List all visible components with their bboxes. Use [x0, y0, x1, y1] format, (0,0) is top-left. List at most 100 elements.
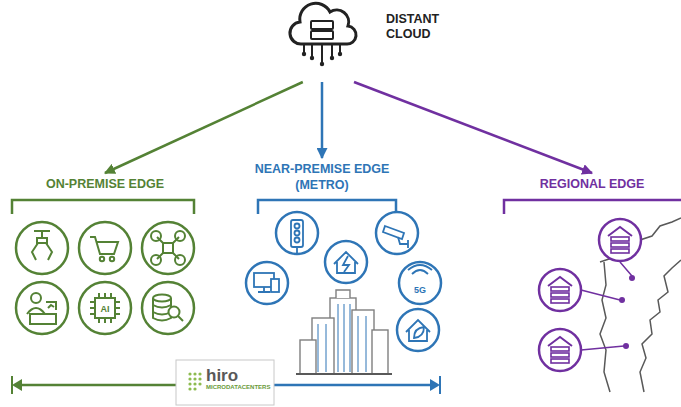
bracket	[12, 200, 681, 214]
logo-box	[188, 377, 191, 380]
map-outline	[619, 297, 625, 303]
map-outline	[600, 218, 681, 392]
on-premise-glyph	[90, 293, 120, 323]
cloud-icon	[304, 44, 340, 62]
on-premise-glyph	[34, 231, 50, 238]
city-buildings	[300, 340, 316, 374]
on-premise-glyph	[169, 307, 180, 318]
regional-icon	[539, 219, 641, 371]
bracket	[504, 200, 681, 214]
tier-heading: ON-PREMISE EDGE	[42, 173, 168, 196]
cloud-icon	[330, 56, 334, 60]
span-arrow	[16, 384, 176, 387]
cloud-icon	[320, 62, 324, 66]
metro-icon	[397, 309, 439, 351]
on-premise-glyph	[90, 237, 118, 254]
on-premise-glyph	[95, 298, 115, 318]
on-premise-glyph	[153, 295, 171, 302]
metro-glyph	[334, 252, 358, 273]
logo-box	[198, 377, 201, 380]
regional-glyph	[548, 227, 632, 363]
on-premise-glyph	[175, 231, 185, 241]
regional-icon	[539, 329, 581, 371]
span-arrow	[12, 379, 22, 391]
metro-icon	[246, 212, 441, 351]
logo-box	[193, 387, 196, 390]
on-premise-icon	[142, 282, 194, 334]
regional-glyph	[548, 337, 572, 363]
metro-glyph	[258, 287, 270, 292]
logo-box	[198, 382, 201, 385]
on-premise-glyph	[31, 293, 41, 303]
logo-node: hiroMICRODATACENTERS	[176, 360, 274, 405]
span-arrow	[430, 379, 440, 391]
metro-icon	[399, 262, 441, 304]
metro-icon	[376, 212, 418, 254]
cloud-icon	[290, 3, 356, 66]
regional-glyph	[608, 227, 632, 253]
metro-glyph	[291, 220, 303, 247]
cloud-icon	[310, 56, 314, 60]
span-arrow	[439, 376, 441, 394]
on-premise-glyph	[46, 302, 56, 310]
logo-box	[193, 377, 196, 380]
on-premise-icon	[16, 282, 68, 334]
map-outline	[623, 343, 629, 349]
bracket	[258, 200, 396, 214]
map-outline	[581, 262, 632, 350]
metro-glyph	[295, 231, 300, 236]
on-premise-icon	[79, 222, 131, 274]
on-premise-glyph	[30, 314, 56, 324]
on-premise-icon	[142, 222, 194, 274]
city-buildings	[352, 310, 374, 374]
on-premise-glyph	[37, 238, 47, 243]
on-premise-glyph	[27, 231, 185, 324]
metro-glyph	[408, 265, 432, 274]
cloud-icon	[311, 21, 333, 29]
logo-box	[188, 387, 191, 390]
on-premise-icon	[79, 282, 131, 334]
on-premise-icon	[16, 222, 68, 274]
metro-glyph	[295, 238, 300, 243]
map-outline	[629, 275, 635, 281]
logo-word: hiro	[206, 367, 270, 384]
logo-box	[193, 382, 196, 385]
connector-arrow	[105, 82, 303, 173]
tier-title: ON-PREMISE EDGE	[46, 177, 164, 192]
bracket	[12, 200, 194, 214]
cloud-icon	[338, 52, 342, 56]
tier-heading: REGIONAL EDGE	[536, 173, 649, 196]
cloud-icon	[290, 3, 356, 44]
tier-heading: NEAR-PREMISE EDGE (METRO)	[247, 158, 397, 197]
tier-title: REGIONAL EDGE	[540, 177, 645, 192]
city-buildings	[296, 373, 392, 375]
on-premise-glyph	[178, 316, 183, 321]
logo-box	[176, 360, 274, 405]
metro-glyph	[254, 220, 432, 341]
on-premise-glyph	[151, 255, 161, 265]
cloud-node: DISTANT CLOUD	[290, 2, 354, 82]
metro-glyph	[414, 327, 424, 338]
map-outline	[581, 218, 681, 392]
city-buildings	[372, 330, 388, 374]
connector-arrow	[321, 82, 324, 158]
node-title: DISTANT CLOUD	[386, 12, 464, 42]
network-label: 5G	[414, 285, 426, 295]
regional-icon	[539, 269, 581, 311]
tier-title: NEAR-PREMISE EDGE (METRO)	[251, 162, 393, 193]
cloud-icon	[302, 52, 306, 56]
city-buildings	[336, 290, 350, 298]
connector-arrow	[354, 82, 592, 173]
metro-glyph	[296, 247, 298, 253]
on-premise-glyph	[32, 243, 52, 260]
on-premise-glyph	[110, 257, 114, 261]
span-arrow	[11, 376, 13, 394]
metro-glyph	[383, 226, 404, 239]
logo-box	[198, 372, 201, 375]
on-premise-glyph	[100, 257, 104, 261]
